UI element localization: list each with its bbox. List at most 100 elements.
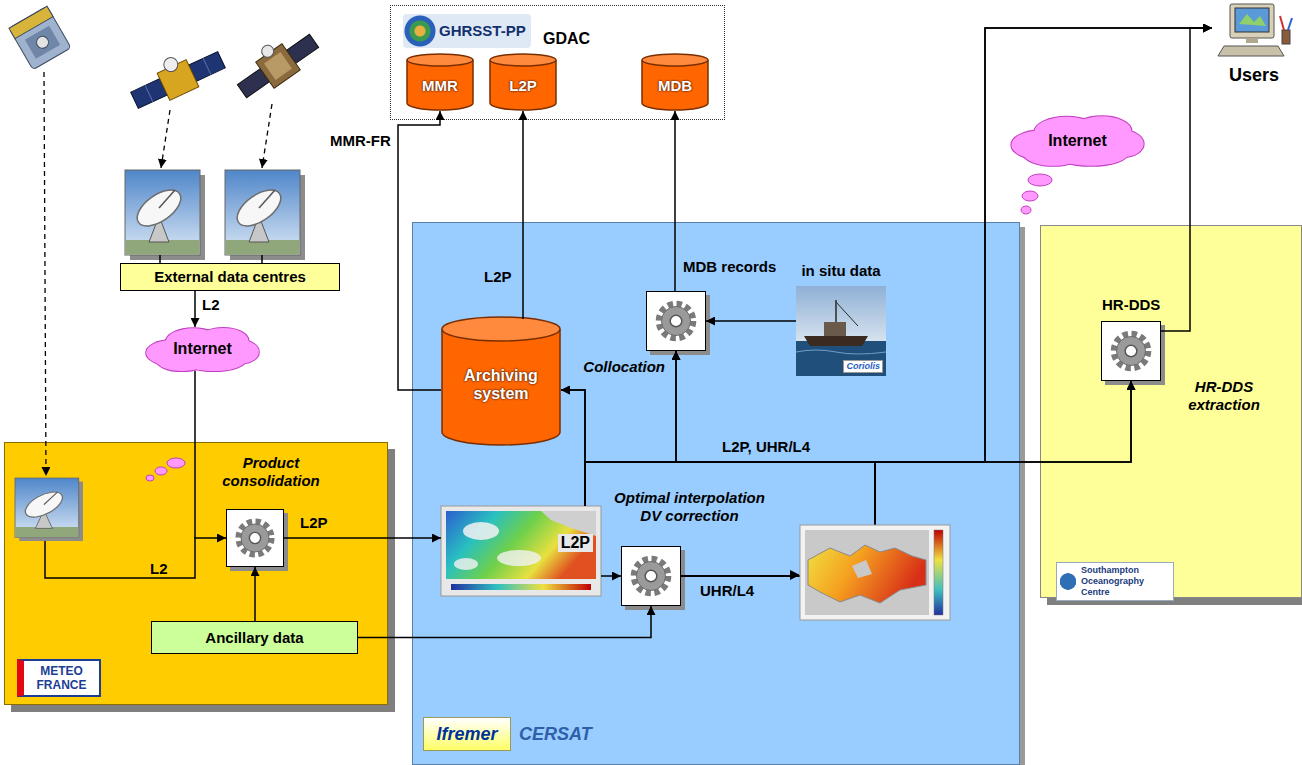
process-gear: Optimal interpolation DV correction <box>621 546 681 606</box>
process-gear: Collocation <box>646 291 706 351</box>
graphic-part <box>661 306 692 337</box>
graphic-part <box>1282 30 1290 44</box>
graphic-part <box>804 336 868 346</box>
node-label: L2P <box>558 534 593 552</box>
graphic-part <box>934 530 943 615</box>
node-label: HR-DDS extraction <box>1174 378 1274 414</box>
graphic-part <box>1280 16 1284 30</box>
graphic-part <box>442 317 560 341</box>
satellite <box>9 6 71 70</box>
connector-arrow <box>1161 28 1212 331</box>
satellite <box>228 21 323 104</box>
internet-cloud: Internet <box>1010 113 1145 168</box>
graphic-part <box>145 85 153 101</box>
graphic-part <box>240 523 270 553</box>
data-centre-box: External data centres <box>120 263 340 291</box>
graphic-part <box>1028 174 1052 186</box>
connector-arrow <box>585 381 1131 506</box>
connector-arrow <box>706 320 796 322</box>
graphic-part <box>1125 345 1137 357</box>
users-computer: Users <box>1212 0 1296 92</box>
node-shape <box>622 547 680 605</box>
node-shape <box>227 510 283 566</box>
graphic-part <box>541 511 596 536</box>
edge-label: HR-DDS <box>1102 296 1160 314</box>
graphic-part <box>490 60 556 110</box>
graphic-part <box>1022 191 1038 201</box>
graphic-part <box>1116 336 1147 367</box>
graphic-part <box>808 545 926 603</box>
in-situ-photo: in situ dataCoriolis <box>796 286 886 376</box>
graphic-part <box>249 532 260 543</box>
graphic-part <box>442 329 560 445</box>
connector-arrow <box>585 28 1212 506</box>
database-cylinder: MMR <box>406 53 474 111</box>
graphic-part <box>642 60 708 110</box>
graphic-part <box>167 458 185 468</box>
graphic-part <box>44 72 46 476</box>
node-label: Product consolidation <box>215 454 327 490</box>
graphic-part <box>451 584 591 590</box>
graphic-part <box>241 524 269 552</box>
organisation-region: Southampton Oceanography CentreHR-DDS ex… <box>1040 225 1302 598</box>
sst-map: L2P <box>441 506 601 596</box>
free-label: UHR/L4 <box>700 582 754 600</box>
connector-arrow <box>585 351 676 506</box>
sst-map <box>800 525 950 620</box>
node-label: Users <box>1229 66 1279 84</box>
connector-arrow <box>195 371 226 538</box>
organisation-region: IfremerCERSATArchiving systemCollocation… <box>412 222 1020 765</box>
node-label: L2P <box>509 77 537 95</box>
connector-arrow <box>284 537 441 539</box>
graphic-part <box>463 522 499 540</box>
graphic-part <box>637 562 666 591</box>
graphic-part <box>225 170 305 260</box>
data-box: Ancillary data <box>151 621 358 654</box>
node-label: Collocation <box>583 358 665 376</box>
graphic-part <box>670 315 682 327</box>
graphic-part <box>796 350 886 354</box>
connector-arrow <box>522 111 524 319</box>
graphic-part <box>146 475 154 481</box>
graphic-part <box>161 110 170 168</box>
graphic-part <box>490 54 556 66</box>
node-shape <box>1212 0 1296 60</box>
connector-arrow <box>601 575 621 577</box>
node-label: MMR <box>422 77 458 95</box>
graphic-part <box>262 104 272 168</box>
connector-arrow <box>561 390 585 506</box>
graphic-part <box>25 26 60 59</box>
graphic-part <box>125 170 205 260</box>
edge-label: L2P <box>484 268 512 286</box>
graphic-part <box>662 307 691 336</box>
node-label: Optimal interpolation DV correction <box>607 489 772 525</box>
process-gear: Product consolidation <box>226 509 284 567</box>
free-label: L2P, UHR/L4 <box>722 438 810 456</box>
connector-arrow <box>674 111 676 291</box>
graphic-part <box>407 60 473 110</box>
graphic-part <box>441 506 601 596</box>
connector-arrow <box>358 606 651 638</box>
process-gear: HR-DDS extraction <box>1101 321 1161 381</box>
node-label: Ancillary data <box>205 629 303 647</box>
database-cylinder: MDB <box>641 53 709 111</box>
node-label: CERSAT <box>519 722 592 746</box>
node-label: Coriolis <box>843 360 883 373</box>
graphic-part <box>497 550 541 566</box>
graphic-part <box>642 54 708 66</box>
connector-arrow <box>398 111 441 390</box>
graphic-part <box>407 54 473 66</box>
graphic-part <box>796 286 886 341</box>
archive-centre-box: GHRSST-PPGDACMMRL2PMDB <box>390 5 725 120</box>
satellite <box>124 38 227 114</box>
edge-label: L2P <box>300 514 328 532</box>
node-label: Internet <box>1048 132 1107 150</box>
internet-cloud: Internet <box>145 325 260 373</box>
graphic-part <box>796 341 886 376</box>
graphic-part <box>1117 337 1146 366</box>
graphic-part <box>645 570 657 582</box>
archive-cylinder: Archiving system <box>441 316 561 446</box>
graphic-part <box>1021 206 1031 214</box>
